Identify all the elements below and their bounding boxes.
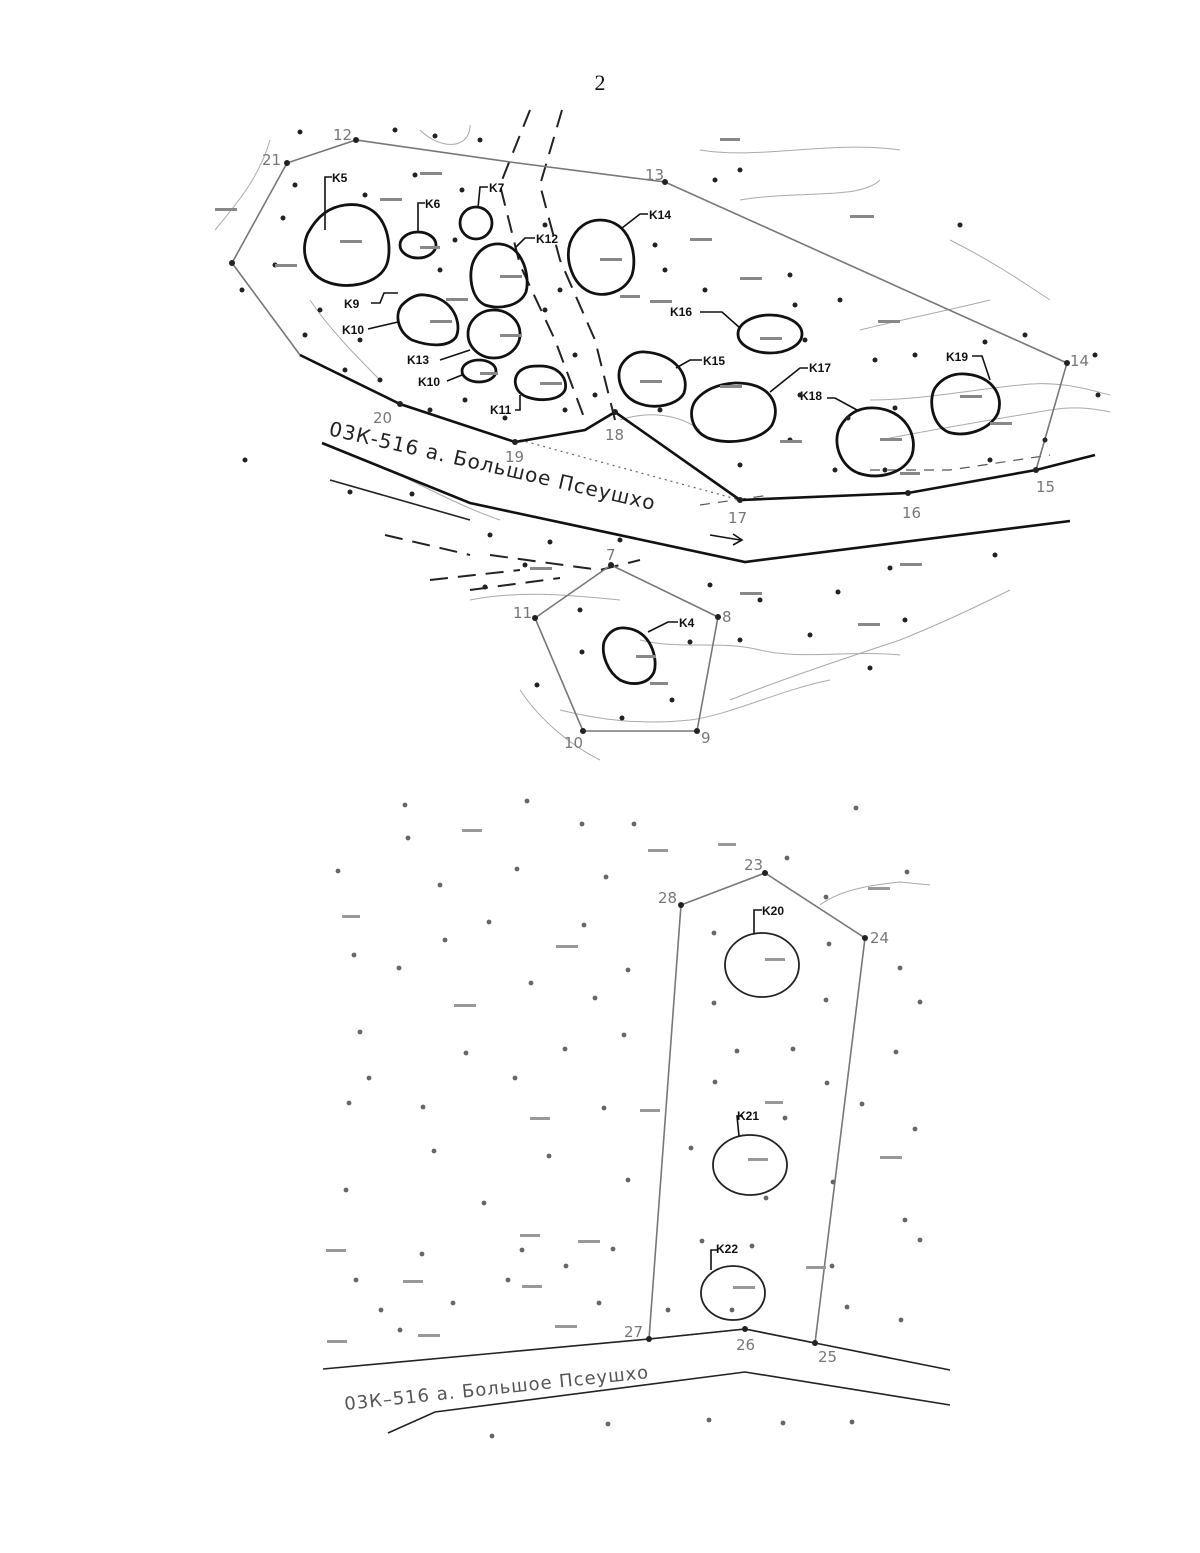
vertex-markers-bottom (646, 870, 868, 1346)
elevation-marks-bottom (326, 829, 902, 1343)
vertex-label: 27 (624, 1323, 643, 1341)
pit-label-k15: K15 (703, 354, 725, 368)
page-number: 2 (594, 70, 606, 95)
survey-points-top (239, 127, 1101, 721)
pits-bottom: K20 K21 K22 (700, 904, 800, 1321)
bottom-map: 03К–516 а. Большое Псеушхо 23 24 25 26 2… (322, 798, 951, 1439)
vertex-label: 7 (606, 546, 616, 564)
pits-top: K5 K6 K7 K12 K14 K9 K10 (303, 171, 1001, 685)
vertex-label: 28 (658, 889, 677, 907)
vertex-label: 17 (728, 509, 747, 527)
pit-label-k6: K6 (425, 197, 441, 211)
pit-label-k16: K16 (670, 305, 692, 319)
vertex-label: 26 (736, 1336, 755, 1354)
vertex-label: 12 (333, 126, 352, 144)
boundary-bottom (648, 872, 866, 1344)
contour-lines (214, 124, 1111, 761)
pit-label-k7: K7 (489, 181, 505, 195)
vertex-label: 11 (513, 604, 532, 622)
vertex-label: 21 (262, 151, 281, 169)
vertex-label: 24 (870, 929, 889, 947)
pit-label-k9: K10 (342, 323, 364, 337)
road-label-bottom: 03К–516 а. Большое Псеушхо (343, 1362, 650, 1415)
vertex-labels-top: 7 8 9 10 11 12 13 14 15 16 17 18 19 20 2… (262, 126, 1089, 752)
pit-label-k18: K18 (800, 389, 822, 403)
vertex-label: 8 (722, 608, 732, 626)
pit-label-k5: K5 (332, 171, 348, 185)
vertex-labels-bottom: 23 24 25 26 27 28 (624, 856, 889, 1366)
elevation-marks-top (215, 138, 1012, 685)
pit-label-k4: K4 (679, 616, 695, 630)
vertex-label: 23 (744, 856, 763, 874)
pit-label-k22: K22 (716, 1242, 738, 1256)
pit-label-k20: K20 (762, 904, 784, 918)
vertex-label: 18 (605, 426, 624, 444)
boundary-lower (534, 564, 719, 732)
vertex-label: 25 (818, 1348, 837, 1366)
vertex-label: 14 (1070, 352, 1089, 370)
vertex-label: 16 (902, 504, 921, 522)
pit-label-k21: K21 (737, 1109, 759, 1123)
pit-label-k12: K12 (536, 232, 558, 246)
survey-points-bottom (335, 798, 923, 1439)
vertex-label: 20 (373, 409, 392, 427)
pit-label-k17: K17 (809, 361, 831, 375)
vertex-label: 15 (1036, 478, 1055, 496)
pit-label-k14: K14 (649, 208, 671, 222)
vertex-label: 13 (645, 166, 664, 184)
pit-label-k19: K19 (946, 350, 968, 364)
vertex-label: 19 (505, 448, 524, 466)
vertex-label: 9 (701, 729, 711, 747)
vertex-markers-top (229, 137, 1070, 734)
top-map: 7 8 9 10 11 12 13 14 15 16 17 18 19 20 2… (214, 109, 1111, 761)
pit-label-k8: K9 (344, 297, 360, 311)
pit-label-k11: K11 (490, 403, 512, 417)
pit-label-k13: K13 (407, 353, 429, 367)
vertex-label: 10 (564, 734, 583, 752)
pit-label-k10: K10 (418, 375, 440, 389)
